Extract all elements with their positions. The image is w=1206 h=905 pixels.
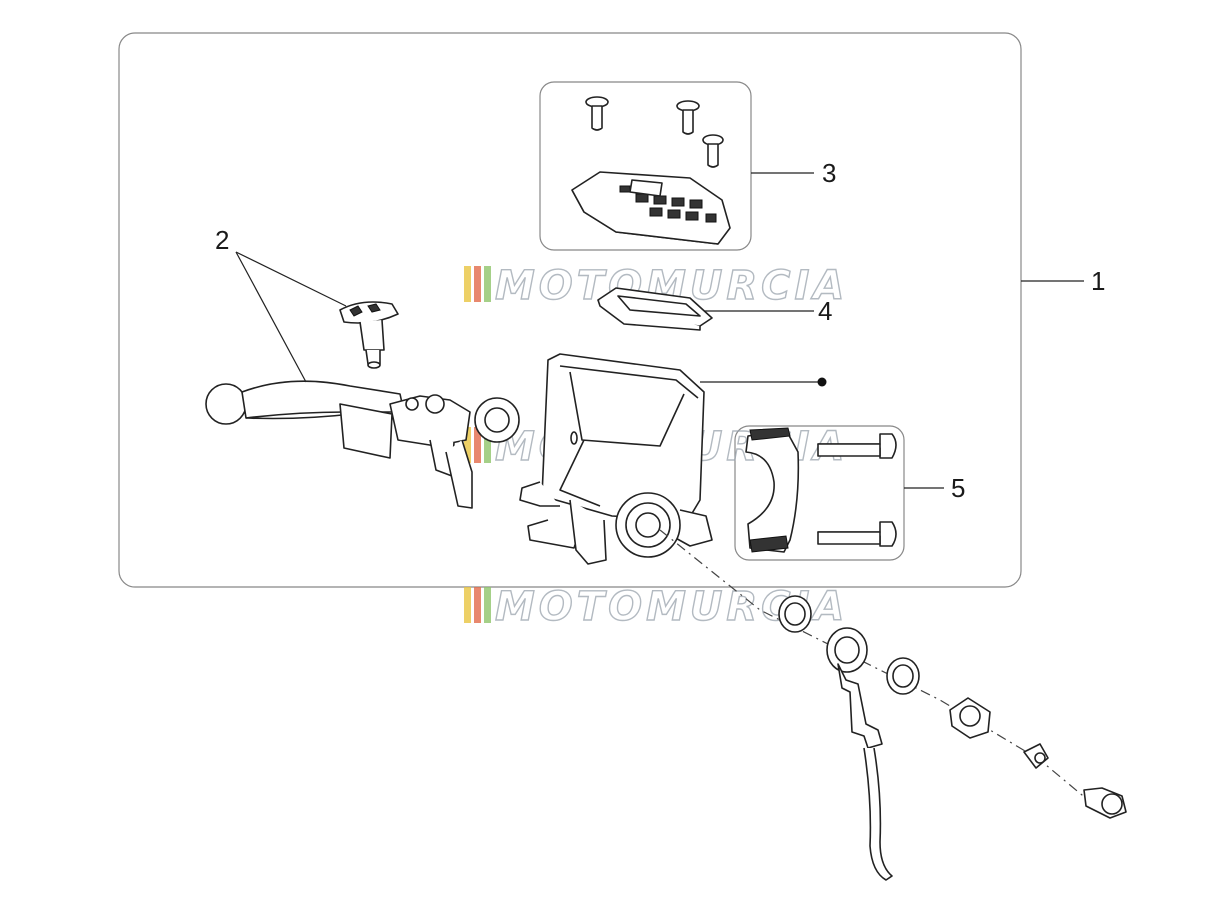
clamp-bolts xyxy=(817,433,897,547)
callout-5: 5 xyxy=(951,473,965,503)
watermark-stripe-yellow xyxy=(464,587,471,623)
body-callout-dot xyxy=(817,377,827,387)
assembly-frame xyxy=(118,32,1022,588)
clamp-frame xyxy=(734,425,905,561)
screw xyxy=(585,96,609,131)
assembly-axis-line xyxy=(659,529,1101,811)
watermark-stripe-red xyxy=(474,266,481,302)
bleed-cap xyxy=(1083,787,1127,819)
watermark-stripe-yellow xyxy=(464,266,471,302)
bolt xyxy=(817,433,897,459)
banjo-hole xyxy=(834,636,860,664)
reservoir-cap-screws xyxy=(585,96,724,168)
leader-2b xyxy=(235,251,307,383)
leader-2a xyxy=(235,251,347,307)
bleed-screw xyxy=(1023,743,1049,769)
reservoir-cap-frame xyxy=(539,81,752,251)
watermark-stripe-yellow xyxy=(464,427,471,463)
callout-1: 1 xyxy=(1091,266,1105,296)
washer-hole xyxy=(784,602,806,626)
callout-2: 2 xyxy=(215,225,229,255)
reservoir-cap xyxy=(571,171,731,245)
watermark-stripe-red xyxy=(474,427,481,463)
watermark-stripe-green xyxy=(484,427,491,463)
watermark-stripe-red xyxy=(474,587,481,623)
callout-4: 4 xyxy=(818,296,832,326)
brake-lever xyxy=(205,380,520,509)
handlebar-clamp xyxy=(745,427,800,553)
bolt xyxy=(817,521,897,547)
watermark-stripe-green xyxy=(484,266,491,302)
banjo-bolt xyxy=(949,697,991,739)
brake-hose xyxy=(837,663,893,881)
adjuster-knob xyxy=(339,301,399,369)
watermark-stripe-green xyxy=(484,587,491,623)
reservoir-diaphragm xyxy=(597,287,713,331)
master-cylinder-body xyxy=(519,353,713,565)
screw xyxy=(676,100,700,135)
screw xyxy=(702,134,724,168)
callout-3: 3 xyxy=(822,158,836,188)
washer-hole xyxy=(892,664,914,688)
lower-hardware xyxy=(778,595,1127,819)
